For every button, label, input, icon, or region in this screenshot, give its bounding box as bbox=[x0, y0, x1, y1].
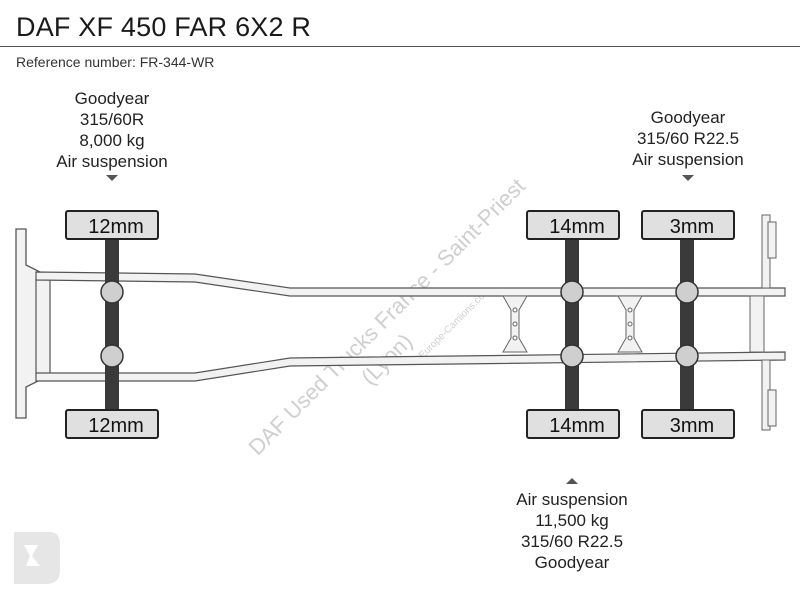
rear-axle-tire-size: 315/60 R22.5 bbox=[636, 129, 740, 148]
chassis-rail-upper bbox=[35, 271, 786, 297]
front-axle-tire-size: 315/60R bbox=[79, 110, 145, 129]
rear-cross-member bbox=[749, 295, 765, 353]
front-cross-member bbox=[35, 277, 51, 375]
front-axle bbox=[100, 238, 124, 410]
drive-axle-load: 11,500 kg bbox=[535, 511, 609, 530]
drive-axle-tire-size: 315/60 R22.5 bbox=[520, 532, 624, 551]
title-divider bbox=[0, 46, 800, 47]
drive-axle-spec: Air suspension 11,500 kg 315/60 R22.5 Go… bbox=[508, 489, 636, 573]
chassis-rail-lower bbox=[35, 351, 786, 382]
rear-axle bbox=[675, 238, 699, 410]
tire-front-top: 12mm bbox=[65, 210, 159, 240]
reference-number: Reference number: FR-344-WR bbox=[16, 54, 215, 70]
svg-text:12mm: 12mm bbox=[88, 216, 144, 238]
dealer-logo bbox=[14, 532, 60, 584]
front-axle-suspension: Air suspension bbox=[56, 152, 168, 171]
front-axle-spec: Goodyear 315/60R 8,000 kg Air suspension bbox=[52, 88, 172, 172]
rear-axle-brand: Goodyear bbox=[650, 108, 726, 127]
tire-drive-top: 14mm bbox=[526, 210, 620, 240]
svg-text:3mm: 3mm bbox=[670, 415, 714, 437]
svg-text:3mm: 3mm bbox=[670, 216, 714, 238]
front-axle-load: 8,000 kg bbox=[79, 131, 145, 150]
svg-text:12mm: 12mm bbox=[88, 415, 144, 437]
drive-axle-suspension: Air suspension bbox=[516, 490, 628, 509]
svg-text:14mm: 14mm bbox=[549, 415, 605, 437]
tire-rear-bottom: 3mm bbox=[641, 409, 735, 439]
rear-spec-pointer-icon bbox=[682, 175, 694, 181]
rear-axle-suspension: Air suspension bbox=[632, 150, 744, 169]
drive-axle bbox=[560, 238, 584, 410]
tire-front-bottom: 12mm bbox=[65, 409, 159, 439]
svg-text:14mm: 14mm bbox=[549, 216, 605, 238]
page-title: DAF XF 450 FAR 6X2 R bbox=[16, 12, 312, 42]
rear-axle-spec: Goodyear 315/60 R22.5 Air suspension bbox=[624, 107, 752, 170]
front-axle-brand: Goodyear bbox=[74, 89, 150, 108]
tire-drive-bottom: 14mm bbox=[526, 409, 620, 439]
front-spec-pointer-icon bbox=[106, 175, 118, 181]
tire-rear-top: 3mm bbox=[641, 210, 735, 240]
watermark-small: ©Europe-Camions.com bbox=[412, 285, 493, 366]
drive-spec-pointer-icon bbox=[566, 478, 578, 484]
drive-axle-brand: Goodyear bbox=[534, 553, 610, 572]
watermark-line-1: DAF Used Trucks France - Saint-Priest bbox=[243, 173, 530, 460]
